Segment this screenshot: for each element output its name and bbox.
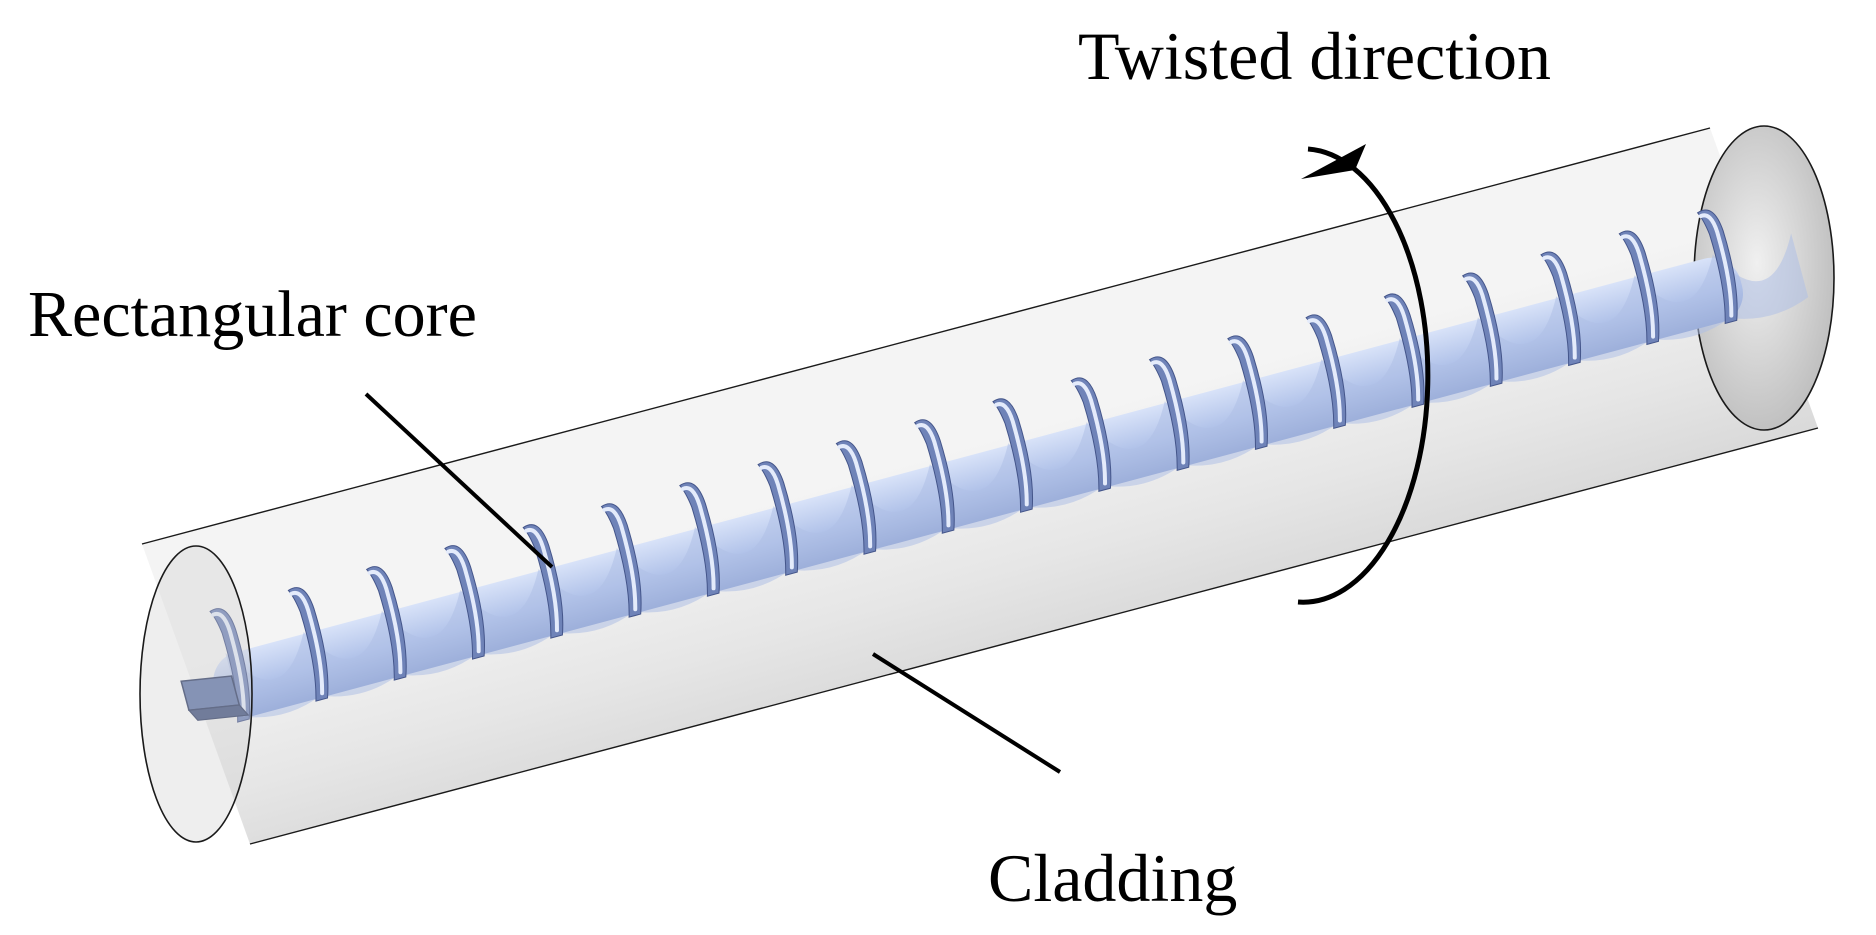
cladding-label: Cladding — [988, 840, 1238, 916]
helix-blade — [992, 398, 1034, 513]
helix-blade — [209, 608, 251, 723]
twist-direction-arrow — [1297, 144, 1431, 605]
helix-blade — [1618, 230, 1660, 346]
helix-blade — [444, 545, 485, 660]
helix-blade — [1227, 335, 1268, 450]
cladding-leader-line — [871, 652, 1062, 774]
cladding-top-edge — [141, 127, 1711, 545]
cladding-left-end — [139, 545, 253, 843]
helix-blade — [1305, 314, 1347, 430]
helix-blade — [1383, 293, 1425, 409]
helix-blade — [600, 503, 642, 618]
core-blades — [209, 209, 1738, 723]
core-end-face — [180, 675, 250, 721]
helix-blade — [1148, 356, 1190, 471]
helix-blade — [913, 419, 955, 534]
helix-blade — [757, 461, 799, 576]
helix-blade — [287, 587, 329, 702]
helix-blade — [835, 440, 877, 555]
arrowhead-icon — [1301, 144, 1366, 179]
rectangular-core — [180, 209, 1809, 723]
helix-blade — [679, 482, 720, 597]
helix-blade — [1540, 251, 1582, 367]
helix-blade — [1696, 209, 1738, 325]
core-leader-line — [364, 392, 554, 569]
cladding-bottom-edge — [249, 427, 1819, 845]
helix-blade — [365, 566, 407, 681]
helix-blade — [522, 524, 564, 639]
helix-blade — [1070, 377, 1112, 492]
helix-blade — [1461, 272, 1503, 388]
rectangular-core-label: Rectangular core — [28, 278, 477, 351]
twisted-direction-label: Twisted direction — [1078, 18, 1552, 94]
